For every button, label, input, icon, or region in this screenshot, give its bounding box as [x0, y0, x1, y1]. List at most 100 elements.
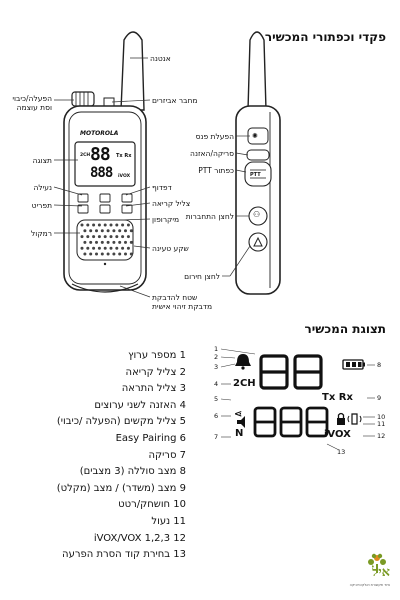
label-power: הפעלה/כיבוי וסת עוצמה	[12, 94, 52, 112]
grille-dot	[124, 229, 127, 233]
grille-dot	[100, 240, 104, 244]
callout-9: 9	[377, 394, 382, 402]
label-charge-jack: שקע טעינה	[152, 244, 189, 253]
label-flashlight: הפעלת פנס	[195, 132, 234, 141]
grille-dot	[126, 223, 130, 227]
callout-4: 4	[214, 380, 219, 388]
lcd-scan-indicator: N	[235, 428, 244, 439]
grille-dot	[86, 235, 90, 239]
legend-item: 11 נעול	[151, 515, 186, 527]
callout-3: 3	[214, 363, 219, 371]
grille-dot	[95, 252, 98, 256]
grille-dot	[129, 252, 133, 256]
front-lcd-ch: 2CH	[80, 153, 91, 158]
callout-8: 8	[377, 361, 382, 369]
grille-dot	[97, 235, 101, 239]
legend-item: 9 מצב (משדר) / מצב (מקלט)	[56, 482, 186, 494]
callout-13: 13	[337, 448, 346, 456]
grille-dot	[121, 235, 125, 239]
pairing-icon: ⚇	[253, 210, 261, 219]
label-emergency: לחצן חירום	[184, 272, 220, 281]
grille-dot	[109, 223, 113, 227]
front-radio-illustration	[53, 31, 151, 298]
grille-dot	[124, 252, 127, 256]
grille-dot	[118, 252, 122, 256]
lcd-diagram	[220, 348, 375, 451]
grille-dot	[103, 246, 107, 250]
grille-dot	[106, 240, 110, 244]
grille-dot	[112, 252, 116, 256]
grille-dot	[80, 235, 84, 239]
flashlight-icon: ✺	[252, 132, 258, 140]
logo-name: איל	[372, 565, 390, 580]
lcd-vox-indicator: iVOX	[324, 429, 351, 440]
grille-dot	[109, 246, 113, 250]
label-call-tone: צליל קריאה	[152, 199, 191, 208]
front-lcd-txrx: Tx Rx	[116, 153, 132, 159]
grille-dot	[112, 229, 116, 233]
callout-6: 6	[214, 412, 219, 420]
label-up: דפדוף	[152, 183, 172, 192]
grille-dot	[95, 229, 98, 233]
grille-dot	[100, 252, 104, 256]
lcd-txrx-indicator: Tx Rx	[322, 392, 353, 403]
grille-dot	[118, 229, 122, 233]
callout-10: 10	[377, 413, 386, 421]
ptt-label: PTT	[250, 172, 261, 178]
grille-dot	[89, 240, 93, 244]
front-lcd-vox: iVOX	[118, 174, 131, 179]
legend-item: 4 האזנה לשני ערוצים	[94, 399, 186, 411]
grille-dot	[124, 240, 127, 244]
label-accessory: מחבר אביזרים	[152, 96, 198, 105]
grille-dot	[121, 223, 125, 227]
grille-dot	[97, 223, 101, 227]
grille-dot	[115, 235, 119, 239]
legend-item: 3 צליל התראה	[121, 383, 186, 395]
grille-dot	[92, 223, 96, 227]
label-speaker: רמקול	[31, 229, 52, 238]
label-menu: תפריט	[31, 201, 52, 210]
label-lock: נעילה	[33, 183, 52, 192]
company-logo: איל ציוד תקשורת ואלקטרוניקה	[338, 552, 390, 592]
grille-dot	[80, 246, 84, 250]
grille-dot	[95, 240, 98, 244]
grille-dot	[112, 240, 116, 244]
grille-dot	[83, 240, 87, 244]
brand-logo: MOTOROLA	[80, 130, 119, 137]
callout-11: 11	[377, 420, 386, 428]
grille-dot	[103, 223, 107, 227]
grille-dot	[83, 229, 87, 233]
tree-icon	[368, 553, 386, 573]
grille-dot	[118, 240, 122, 244]
callout-1: 1	[214, 345, 219, 353]
grille-dot	[115, 223, 119, 227]
grille-dot	[129, 240, 133, 244]
label-display: תצוגה	[32, 156, 52, 165]
grille-dot	[106, 229, 110, 233]
grille-dot	[126, 235, 130, 239]
grille-dot	[103, 235, 107, 239]
label-microphone: מיקרופון	[152, 215, 180, 224]
grille-dot	[100, 229, 104, 233]
grille-dot	[86, 246, 90, 250]
front-lcd: 88 Tx Rx 2CH 888 iVOX	[80, 144, 134, 186]
grille-dot	[115, 246, 119, 250]
legend-item: 7 סריקה	[148, 449, 186, 461]
front-lcd-digits-bottom: 888	[90, 165, 113, 181]
grille-dot	[109, 235, 113, 239]
grille-dot	[129, 229, 133, 233]
callout-5: 5	[214, 395, 219, 403]
label-ptt: כפתור PTT	[198, 166, 234, 175]
grille-dot	[89, 229, 93, 233]
front-lcd-digits-top: 88	[90, 144, 111, 165]
legend-item: 5 צליל מקשים (הפעלה /כיבוי)	[56, 416, 186, 428]
grille-dot	[86, 223, 90, 227]
side-radio-illustration	[222, 31, 281, 295]
grille-dot	[121, 246, 125, 250]
grille-dot	[83, 252, 87, 256]
legend-item: 10 חושחק/רטט	[118, 499, 186, 511]
legend-item: 12 iVOX/VOX 1,2,3	[93, 532, 186, 544]
label-sticker: שטח להדבקת מדבקת זיהוי אישית	[152, 293, 213, 311]
legend-item: 8 מצב סוללה (3 מצבים)	[79, 466, 186, 478]
controls-heading: פקדי וכפתורי המכשיר	[264, 30, 386, 44]
